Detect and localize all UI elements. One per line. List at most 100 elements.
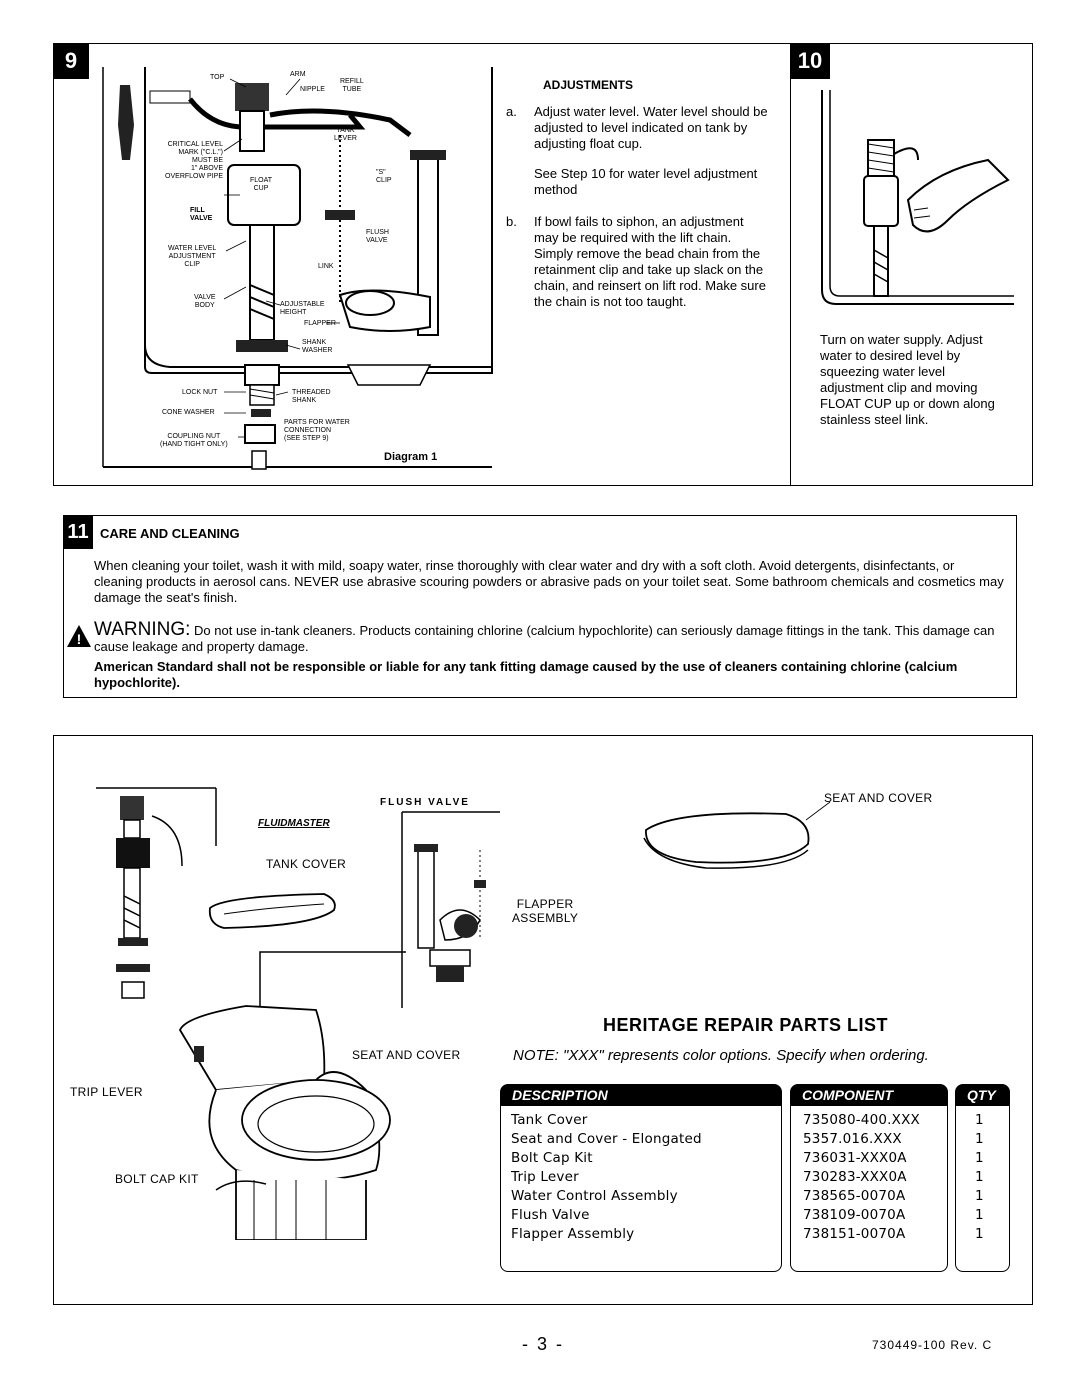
row-description: Trip Lever (511, 1169, 579, 1185)
step-9-number: 9 (53, 43, 89, 79)
label-cone-washer: CONE WASHER (162, 409, 215, 416)
label-critical-level: CRITICAL LEVEL MARK ("C.L.") MUST BE 1" … (165, 141, 223, 180)
table-row: Flapper Assembly 738151-0070A 1 (500, 1225, 1010, 1244)
float-adjust-illustration (821, 90, 1014, 305)
label-s-clip: "S" CLIP (376, 169, 392, 184)
row-qty: 1 (975, 1150, 984, 1166)
adjustment-a: a. Adjust water level. Water level shoul… (506, 104, 768, 152)
label-coupling-nut: COUPLING NUT (HAND TIGHT ONLY) (160, 433, 228, 448)
seat-cover-top-label: SEAT AND COVER (824, 791, 933, 805)
label-top: TOP (210, 74, 225, 81)
table-row: Trip Lever 730283-XXX0A 1 (500, 1168, 1010, 1187)
seat-cover-label: SEAT AND COVER (352, 1048, 461, 1062)
row-qty: 1 (975, 1207, 984, 1223)
parts-panel (53, 735, 1033, 1305)
flapper-assembly-label: FLAPPER ASSEMBLY (512, 897, 579, 925)
header-component: COMPONENT (790, 1084, 948, 1106)
label-valve-body: VALVE BODY (194, 294, 216, 309)
fluidmaster-label: FLUIDMASTER (258, 818, 330, 829)
label-lock-nut: LOCK NUT (182, 389, 218, 396)
row-qty: 1 (975, 1188, 984, 1204)
row-qty: 1 (975, 1131, 984, 1147)
label-fill-valve: FILL VALVE (190, 207, 213, 222)
step-11-panel (63, 515, 1017, 698)
row-qty: 1 (975, 1112, 984, 1128)
seat-cover-illustration (636, 800, 836, 874)
row-description: Water Control Assembly (511, 1188, 678, 1204)
component-column (790, 1106, 948, 1272)
parts-list-title: HERITAGE REPAIR PARTS LIST (603, 1015, 889, 1035)
label-refill-tube: REFILL TUBE (340, 78, 364, 93)
adjustments-block: ADJUSTMENTS a. Adjust water level. Water… (506, 78, 768, 310)
row-description: Bolt Cap Kit (511, 1150, 593, 1166)
fill-valve-diagram (102, 67, 493, 470)
table-row: Water Control Assembly 738565-0070A 1 (500, 1187, 1010, 1206)
row-component: 5357.016.XXX (803, 1131, 902, 1147)
adjustment-b-text: If bowl fails to siphon, an adjustment m… (534, 214, 766, 309)
row-description: Flapper Assembly (511, 1226, 635, 1242)
care-body: When cleaning your toilet, wash it with … (94, 558, 1004, 605)
fluidmaster-illustration (92, 786, 222, 1011)
label-link: LINK (318, 263, 334, 270)
warning-triangle-icon: ! (66, 624, 92, 648)
diagram-1: TOP ARM NIPPLE REFILL TUBE TANK LEVER CR… (100, 65, 495, 475)
adjustment-a-note: See Step 10 for water level adjustment m… (534, 166, 758, 197)
table-row: Bolt Cap Kit 736031-XXX0A 1 (500, 1149, 1010, 1168)
qty-column (955, 1106, 1010, 1272)
row-component: 730283-XXX0A (803, 1169, 907, 1185)
flush-valve-label: FLUSH VALVE (380, 797, 470, 808)
label-parts-for-water: PARTS FOR WATER CONNECTION (SEE STEP 9) (284, 419, 350, 442)
adjustment-b-marker: b. (506, 214, 517, 229)
row-qty: 1 (975, 1169, 984, 1185)
adjustment-b: b. If bowl fails to siphon, an adjustmen… (506, 214, 768, 310)
svg-text:!: ! (77, 631, 82, 647)
care-heading: CARE AND CLEANING (100, 526, 240, 541)
row-component: 736031-XXX0A (803, 1150, 907, 1166)
warning-text: Do not use in-tank cleaners. Products co… (94, 623, 995, 654)
trip-lever-label: TRIP LEVER (70, 1085, 143, 1099)
label-tank-lever: TANK LEVER (334, 127, 357, 142)
label-water-level-clip: WATER LEVEL ADJUSTMENT CLIP (168, 245, 217, 268)
step-10-illustration (818, 90, 1018, 320)
row-qty: 1 (975, 1226, 984, 1242)
row-description: Seat and Cover - Elongated (511, 1131, 702, 1147)
row-component: 738109-0070A (803, 1207, 906, 1223)
tank-cover-illustration (204, 886, 340, 936)
flush-valve-illustration (400, 810, 510, 1010)
label-arm: ARM (290, 71, 306, 78)
step-10-number: 10 (790, 43, 830, 79)
step-10-panel (790, 43, 1033, 486)
label-float-cup: FLOAT CUP (250, 177, 273, 192)
liability-text: American Standard shall not be responsib… (94, 659, 958, 690)
row-component: 738565-0070A (803, 1188, 906, 1204)
document-number: 730449-100 Rev. C (872, 1338, 993, 1352)
label-flapper: FLAPPER (304, 320, 336, 327)
row-component: 735080-400.XXX (803, 1112, 921, 1128)
row-description: Flush Valve (511, 1207, 590, 1223)
label-adjustable-height: ADJUSTABLE HEIGHT (280, 301, 325, 316)
table-row: Flush Valve 738109-0070A 1 (500, 1206, 1010, 1225)
header-description: DESCRIPTION (500, 1084, 782, 1106)
label-shank-washer: SHANK WASHER (302, 339, 333, 354)
tank-cover-label: TANK COVER (266, 857, 347, 871)
warning-block: WARNING: Do not use in-tank cleaners. Pr… (94, 619, 1006, 655)
header-qty: QTY (955, 1084, 1010, 1106)
label-threaded-shank: THREADED SHANK (292, 389, 331, 404)
step-11-number: 11 (63, 515, 93, 549)
bolt-cap-kit-label: BOLT CAP KIT (115, 1172, 199, 1186)
label-nipple: NIPPLE (300, 86, 325, 93)
table-row: Tank Cover 735080-400.XXX 1 (500, 1111, 1010, 1130)
step-10-text: Turn on water supply. Adjust water to de… (820, 332, 995, 427)
description-column (500, 1106, 782, 1272)
adjustment-a-marker: a. (506, 104, 517, 119)
row-component: 738151-0070A (803, 1226, 906, 1242)
row-description: Tank Cover (511, 1112, 588, 1128)
toilet-illustration (176, 940, 416, 1241)
table-row: Seat and Cover - Elongated 5357.016.XXX … (500, 1130, 1010, 1149)
adjustments-heading: ADJUSTMENTS (543, 78, 634, 92)
parts-list-note: NOTE: "XXX" represents color options. Sp… (513, 1047, 929, 1064)
adjustment-a-text: Adjust water level. Water level should b… (534, 104, 768, 151)
label-flush-valve: FLUSH VALVE (366, 229, 389, 244)
warning-label: WARNING: (94, 619, 191, 640)
page-number: - 3 - (522, 1334, 565, 1354)
